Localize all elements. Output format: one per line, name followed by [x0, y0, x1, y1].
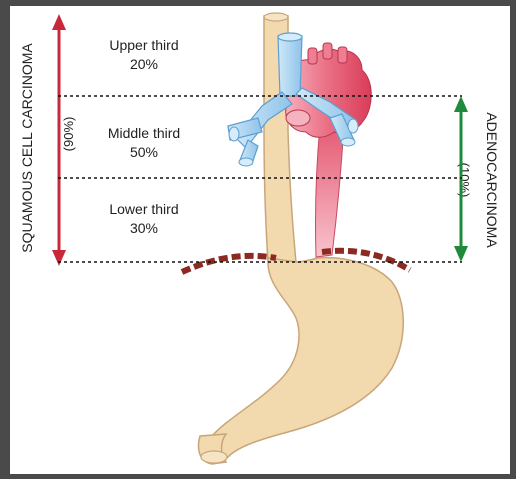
aortic-branch-2 — [323, 43, 332, 59]
aortic-branch-3 — [338, 47, 347, 63]
aortic-root — [286, 110, 310, 126]
middle-third-label: Middle third — [108, 125, 180, 141]
upper-third-percentage: 20% — [130, 56, 158, 72]
squamous-cell-percentage: (90%) — [61, 117, 76, 152]
duodenum-opening — [201, 451, 227, 463]
adenocarcinoma-label: ADENOCARCINOMA — [484, 112, 500, 248]
aortic-branch-1 — [308, 48, 317, 64]
adenocarcinoma-percentage: (10%) — [457, 163, 472, 198]
esophagus-opening — [264, 13, 288, 21]
upper-third-label: Upper third — [109, 37, 178, 53]
lower-third-percentage: 30% — [130, 220, 158, 236]
squamous-cell-label: SQUAMOUS CELL CARCINOMA — [19, 43, 35, 253]
middle-third-percentage: 50% — [130, 144, 158, 160]
lower-third-label: Lower third — [109, 201, 178, 217]
